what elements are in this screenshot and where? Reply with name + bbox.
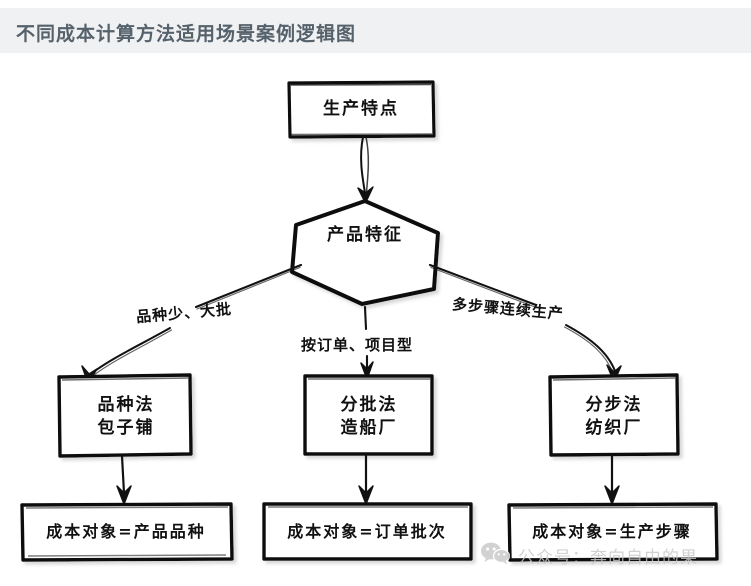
edge-method-mid-to-result-mid: [358, 452, 374, 505]
node-decision-shape: [290, 199, 440, 306]
node-result-mid-shape: [262, 502, 473, 561]
node-start-shape: [287, 80, 436, 139]
node-method-right-shape: [548, 373, 680, 457]
flowchart-sketch-layer: [20, 80, 719, 562]
edge-method-right-to-result-right: [604, 453, 620, 505]
header-band: [0, 8, 751, 53]
node-result-left-shape: [20, 502, 234, 562]
node-result-right-shape: [507, 502, 719, 562]
flowchart-canvas: 生产特点 产品特征 品种法 包子铺 分批法 造船厂 分步法 纺织厂 成本对象=产…: [0, 53, 751, 586]
edge-decision-to-method-mid: [360, 305, 374, 380]
edge-start-to-decision: [357, 136, 374, 204]
edge-decision-to-method-right: [428, 263, 622, 383]
node-method-left-shape: [57, 373, 193, 458]
node-method-mid-shape: [303, 374, 434, 456]
edge-method-left-to-result-left: [116, 454, 132, 505]
edge-decision-to-method-left: [81, 263, 303, 384]
page-title: 不同成本计算方法适用场景案例逻辑图: [16, 23, 357, 45]
